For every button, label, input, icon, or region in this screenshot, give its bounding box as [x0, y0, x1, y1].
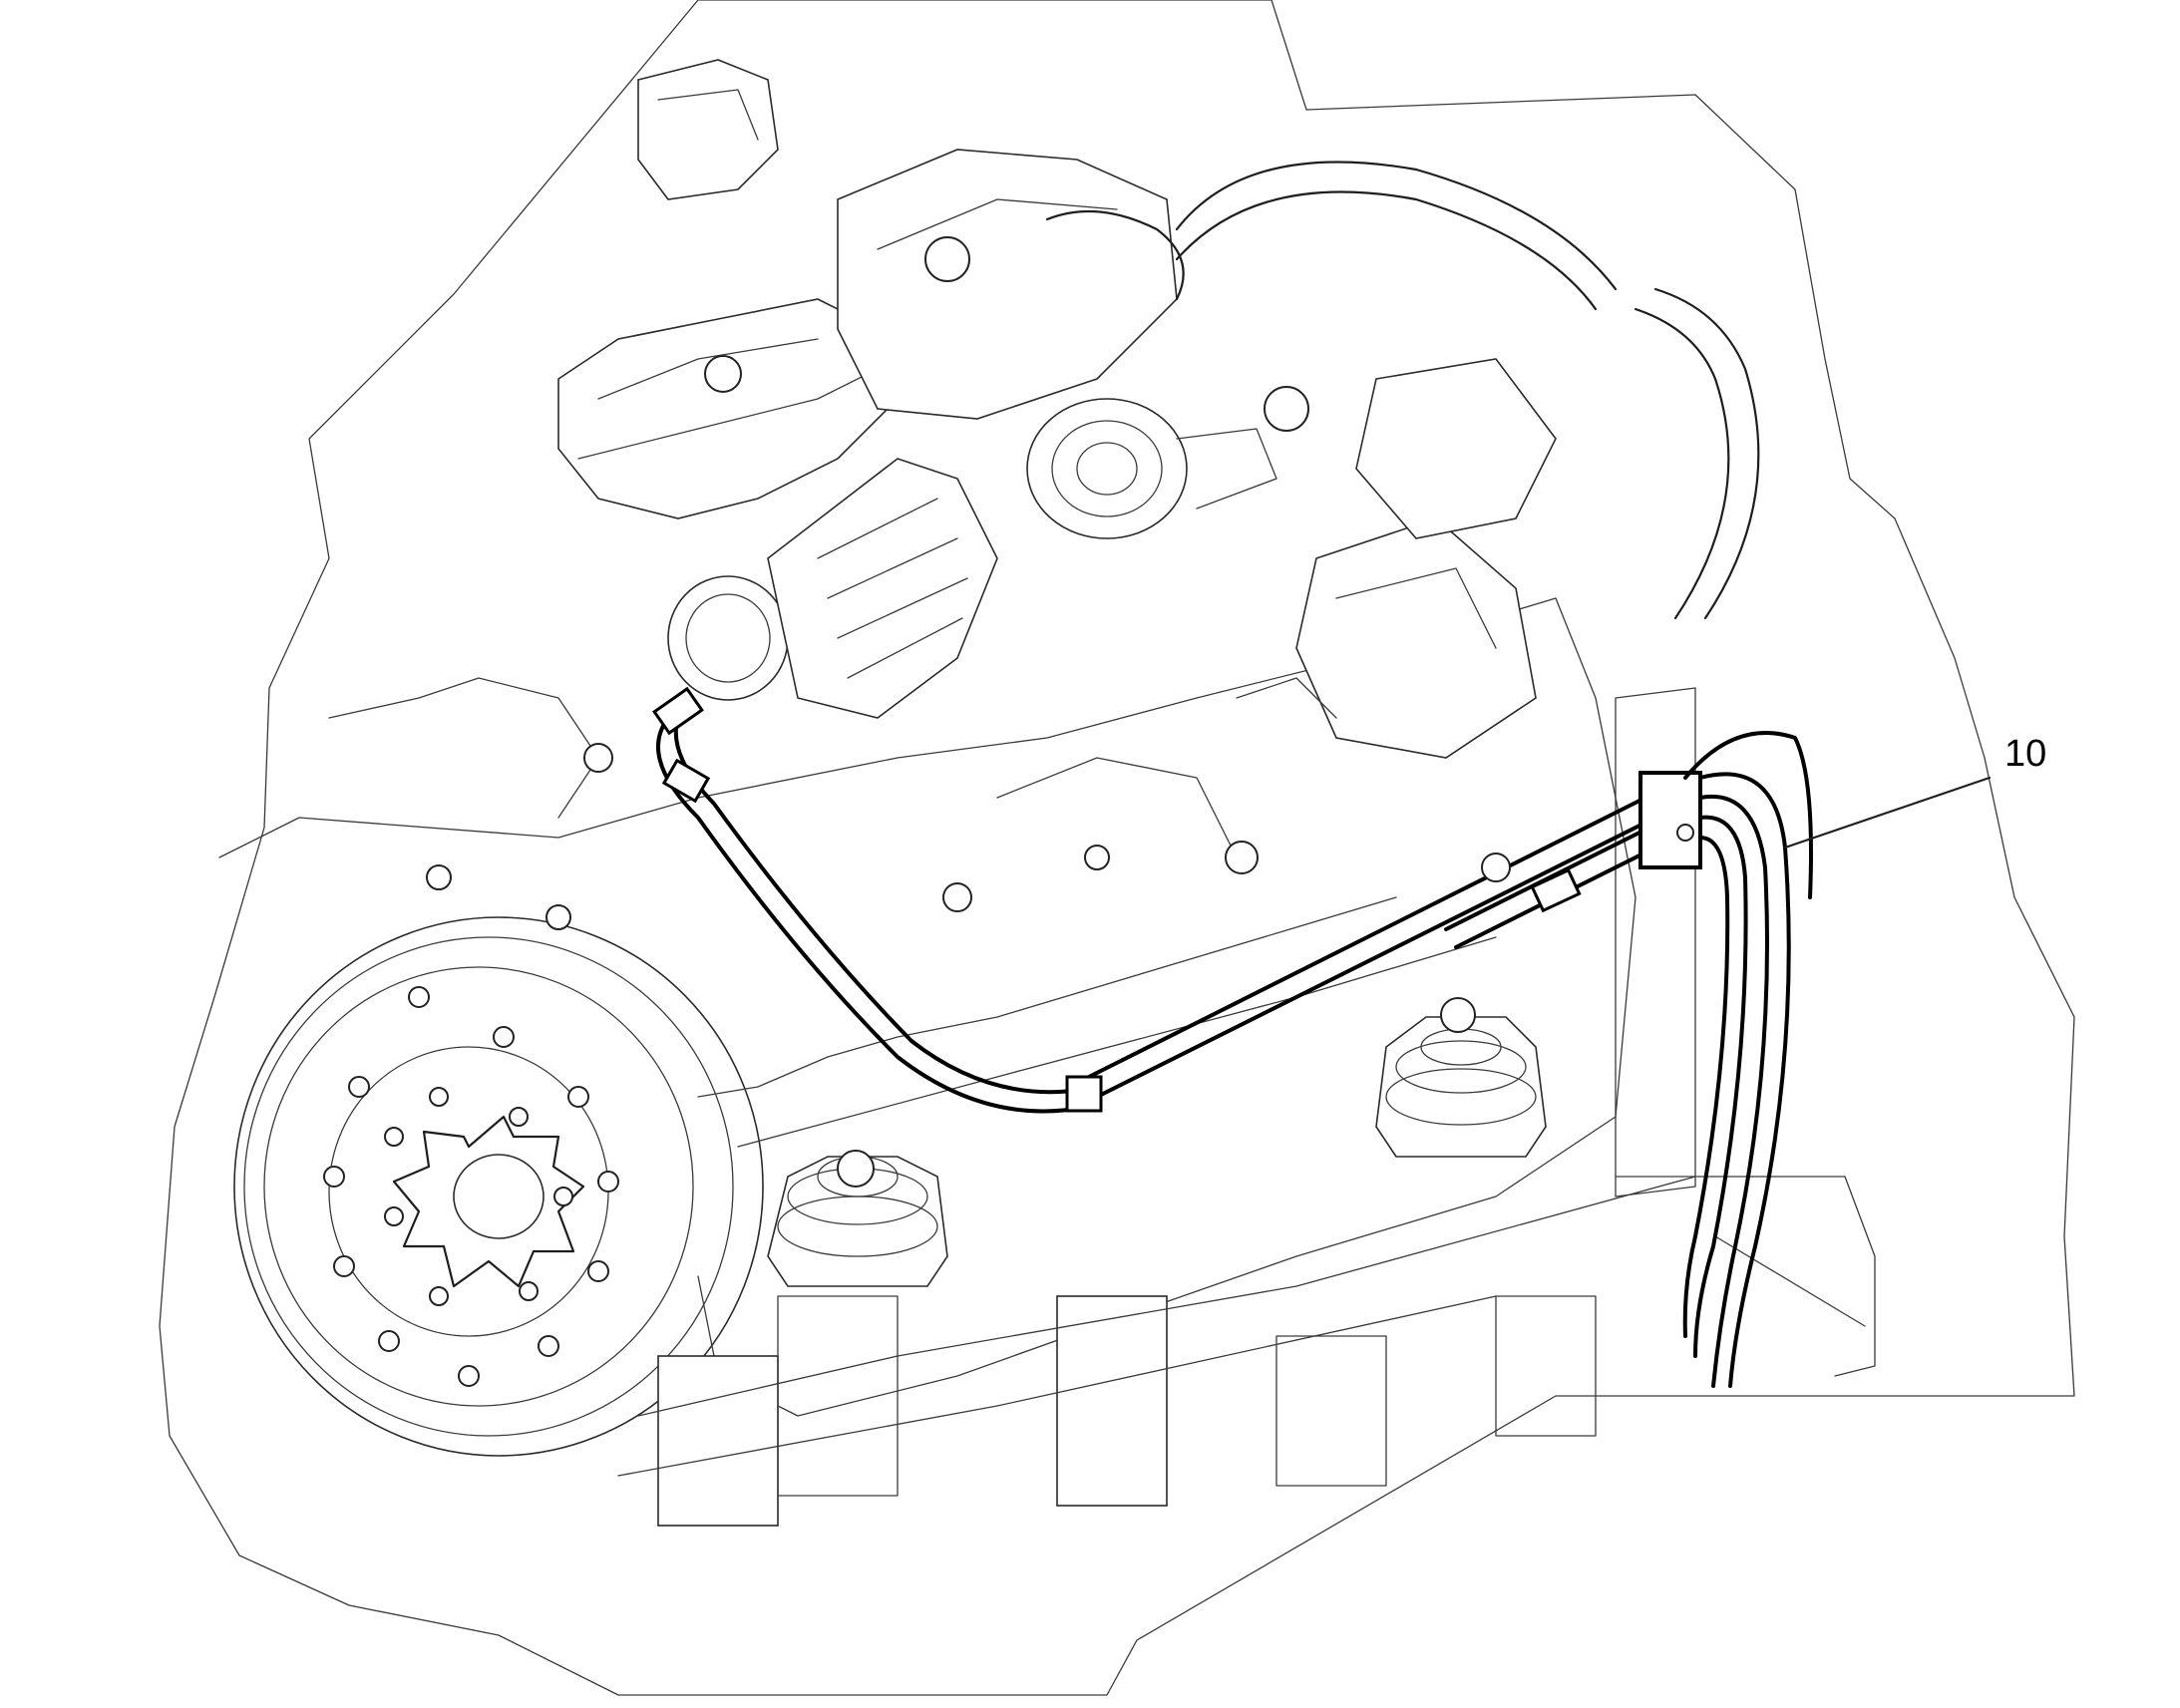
engine-mount-left	[767, 1150, 948, 1287]
frame-outline	[159, 0, 2075, 1696]
flywheel	[233, 916, 764, 1457]
cylinder-head	[557, 59, 1185, 519]
engine-mount-right	[1375, 997, 1547, 1158]
detail-lines	[328, 677, 1511, 930]
throttle-body	[667, 458, 998, 719]
engine-block	[218, 597, 1696, 1527]
callout-leader-line	[1783, 776, 1992, 850]
callout-10: 10	[1783, 733, 2046, 850]
callout-label: 10	[2004, 733, 2046, 775]
fuel-pump	[1264, 358, 1557, 759]
hydraulic-line-assembly	[652, 686, 1813, 1388]
turbocharger	[1026, 398, 1277, 539]
coolant-hoses	[1175, 161, 1760, 620]
flywheel-bolts	[323, 986, 619, 1387]
